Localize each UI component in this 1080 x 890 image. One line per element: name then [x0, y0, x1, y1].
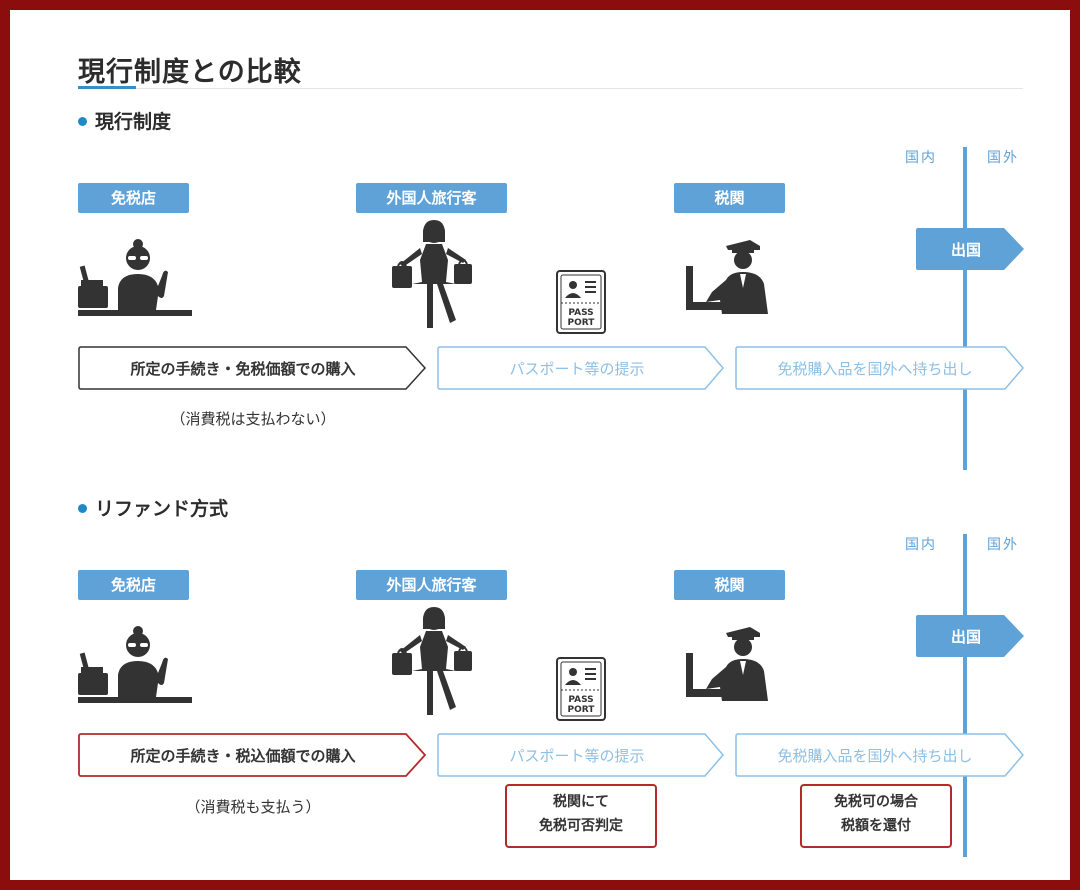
step-arrow-2: パスポート等の提示	[437, 733, 724, 777]
step-label-1: 所定の手続き・免税価額での購入	[130, 360, 355, 378]
step-arrow-1: 所定の手続き・税込価額での購入	[78, 733, 427, 777]
bullet-dot	[78, 117, 87, 126]
exit-arrow: 出国	[916, 228, 1024, 270]
title-accent	[78, 86, 136, 89]
customs-check-line-1: 税関にて	[553, 794, 609, 810]
passport-text-1: PASS	[568, 695, 593, 705]
refund-line-1: 免税可の場合	[834, 794, 918, 810]
role-traveler: 外国人旅行客	[356, 183, 507, 213]
shop-clerk-icon	[78, 626, 192, 703]
exit-label: 出国	[951, 241, 981, 259]
passport-text-2: PORT	[568, 705, 596, 715]
role-customs: 税関	[674, 570, 785, 600]
domestic-label: 国内	[905, 150, 937, 166]
role-shop: 免税店	[78, 570, 189, 600]
role-traveler: 外国人旅行客	[356, 570, 507, 600]
passport-text-2: PORT	[568, 318, 596, 328]
sheet: 現行制度との比較 現行制度 国内 国外 免税店 外国人旅行客 税関 出国	[10, 10, 1070, 880]
section-heading-current: 現行制度	[78, 107, 171, 134]
section-heading-label: リファンド方式	[95, 498, 229, 520]
role-customs: 税関	[674, 183, 785, 213]
border-line	[963, 147, 967, 470]
foreign-label: 国外	[987, 150, 1019, 166]
foreign-label: 国外	[987, 537, 1019, 553]
bullet-dot	[78, 504, 87, 513]
refund-box: 免税可の場合 税額を還付	[800, 784, 952, 848]
step-arrow-2: パスポート等の提示	[437, 346, 724, 390]
step-label-2: パスポート等の提示	[509, 747, 644, 765]
passport-text-1: PASS	[568, 308, 593, 318]
role-shop: 免税店	[78, 183, 189, 213]
section-heading-refund: リファンド方式	[78, 494, 228, 521]
step-arrow-3: 免税購入品を国外へ持ち出し	[735, 346, 1024, 390]
exit-arrow: 出国	[916, 615, 1024, 657]
customs-check-line-2: 免税可否判定	[539, 818, 623, 834]
step-label-3: 免税購入品を国外へ持ち出し	[777, 747, 972, 765]
customs-officer-icon	[686, 240, 768, 314]
border-line	[963, 534, 967, 857]
step-label-3: 免税購入品を国外へ持ち出し	[777, 360, 972, 378]
domestic-label: 国内	[905, 537, 937, 553]
title-divider	[78, 88, 1023, 89]
step-label-1: 所定の手続き・税込価額での購入	[130, 747, 355, 765]
passport-icon: PASS PORT	[556, 270, 606, 334]
tax-note: （消費税も支払う）	[185, 798, 321, 816]
page-title: 現行制度との比較	[78, 57, 302, 88]
refund-line-2: 税額を還付	[841, 818, 911, 834]
exit-label: 出国	[951, 628, 981, 646]
step-arrow-1: 所定の手続き・免税価額での購入	[78, 346, 427, 390]
section-heading-label: 現行制度	[95, 111, 172, 133]
traveler-icon	[392, 607, 472, 715]
traveler-icon	[392, 220, 472, 328]
step-label-2: パスポート等の提示	[509, 360, 644, 378]
customs-officer-icon	[686, 627, 768, 701]
customs-check-box: 税関にて 免税可否判定	[505, 784, 657, 848]
shop-clerk-icon	[78, 239, 192, 316]
passport-icon: PASS PORT	[556, 657, 606, 721]
step-arrow-3: 免税購入品を国外へ持ち出し	[735, 733, 1024, 777]
tax-note: （消費税は支払わない）	[170, 410, 336, 428]
